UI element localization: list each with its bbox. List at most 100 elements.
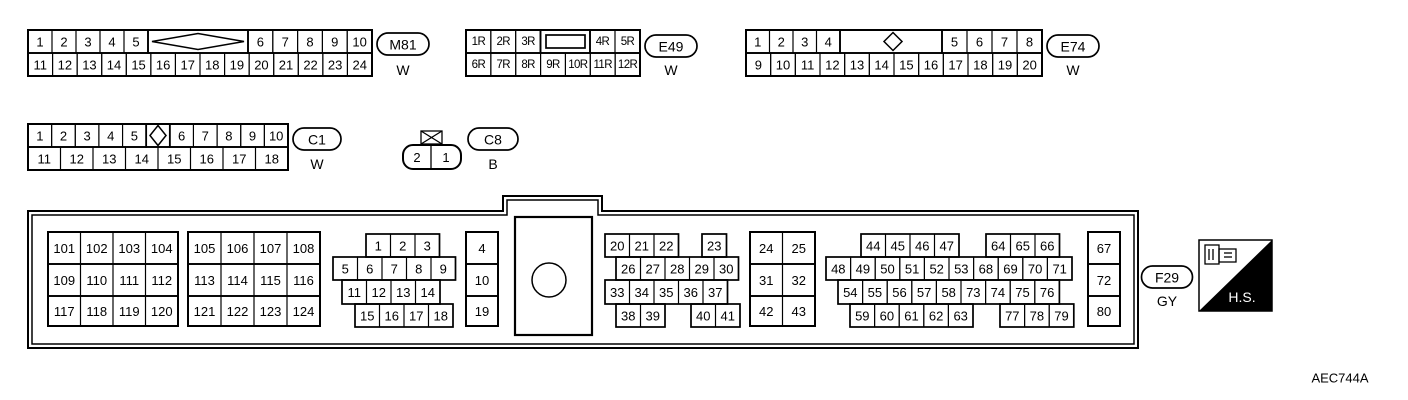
pin-m81-6: 6: [257, 35, 264, 50]
wire-color-code: W: [396, 62, 410, 78]
pin-f29-5: 5: [342, 262, 349, 277]
pin-block-outline: [47, 231, 179, 327]
pin-f29-15: 15: [360, 309, 374, 324]
pin-m81-1: 1: [36, 35, 43, 50]
pin-m81-9: 9: [331, 35, 338, 50]
pin-f29-27: 27: [646, 262, 660, 277]
pin-row-outline: [999, 303, 1075, 328]
pin-f29-7: 7: [391, 262, 398, 277]
pin-c1-3: 3: [83, 129, 90, 144]
connector-c1-label: C1W: [292, 127, 342, 172]
pin-c1-14: 14: [135, 152, 149, 167]
lock-cell: [539, 29, 591, 54]
harness-side-symbol: H.S.: [1198, 239, 1273, 312]
pin-e74-2: 2: [778, 35, 785, 50]
pin-f29-123: 123: [260, 304, 282, 319]
latch-icon: [420, 130, 443, 145]
pin-f29-21: 21: [635, 239, 649, 254]
pin-f29-45: 45: [891, 239, 905, 254]
pin-e74-20: 20: [1022, 58, 1036, 73]
pin-f29-61: 61: [904, 309, 918, 324]
pin-c1-13: 13: [102, 152, 116, 167]
pin-e74-4: 4: [825, 35, 832, 50]
pin-c8-2: 2: [413, 150, 420, 165]
pin-e74-9: 9: [755, 58, 762, 73]
pin-e49-11r: 11R: [593, 59, 612, 71]
pin-f29-10: 10: [475, 273, 489, 288]
pin-m81-20: 20: [254, 58, 268, 73]
pin-m81-18: 18: [205, 58, 219, 73]
connector-id: E74: [1061, 39, 1086, 55]
wire-color-code: GY: [1157, 293, 1178, 309]
pin-e74-16: 16: [924, 58, 938, 73]
pin-f29-112: 112: [151, 273, 172, 288]
pin-f29-54: 54: [843, 285, 857, 300]
pin-f29-103: 103: [118, 241, 140, 256]
pin-f29-33: 33: [610, 285, 624, 300]
pin-e49-10r: 10R: [568, 59, 588, 71]
pin-f29-32: 32: [792, 273, 806, 288]
latch-icon-frame: [420, 130, 443, 145]
pin-m81-3: 3: [84, 35, 91, 50]
pin-f29-53: 53: [954, 262, 968, 277]
pin-e49-8r: 8R: [521, 59, 535, 71]
guide-bolt-icon: [531, 262, 567, 298]
pin-f29-17: 17: [409, 309, 423, 324]
pin-f29-22: 22: [659, 239, 673, 254]
diamond-key-icon: [149, 124, 167, 147]
pin-f29-60: 60: [880, 309, 894, 324]
connector-id: C8: [484, 132, 502, 148]
pin-m81-5: 5: [132, 35, 139, 50]
pin-m81-24: 24: [352, 58, 366, 73]
pin-e74-19: 19: [998, 58, 1012, 73]
pin-f29-36: 36: [684, 285, 698, 300]
pin-c1-8: 8: [225, 129, 232, 144]
pin-f29-111: 111: [119, 273, 139, 288]
pin-f29-11: 11: [348, 285, 362, 300]
pin-f29-37: 37: [708, 285, 722, 300]
pin-f29-65: 65: [1016, 239, 1030, 254]
pin-f29-107: 107: [260, 241, 282, 256]
pin-f29-101: 101: [53, 241, 75, 256]
pin-f29-64: 64: [991, 239, 1005, 254]
pin-f29-41: 41: [721, 309, 735, 324]
pin-e74-15: 15: [899, 58, 913, 73]
pin-f29-113: 113: [194, 273, 215, 288]
pin-f29-110: 110: [86, 273, 107, 288]
pin-e49-6r: 6R: [472, 59, 486, 71]
pin-e49-4r: 4R: [596, 36, 610, 48]
pin-m81-12: 12: [58, 58, 72, 73]
pin-e74-5: 5: [951, 35, 958, 50]
pin-f29-119: 119: [119, 304, 140, 319]
pin-e74-18: 18: [973, 58, 987, 73]
pin-e74-1: 1: [754, 35, 761, 50]
figure-code: AEC744A: [1311, 371, 1368, 386]
lock-slot-icon: [545, 34, 586, 49]
pin-m81-14: 14: [107, 58, 121, 73]
pin-f29-16: 16: [385, 309, 399, 324]
wire-color-code: W: [664, 62, 678, 78]
pin-f29-106: 106: [227, 241, 249, 256]
pin-f29-4: 4: [478, 241, 485, 256]
pin-f29-73: 73: [966, 285, 980, 300]
pin-block-outline: [465, 231, 499, 327]
pin-f29-75: 75: [1015, 285, 1029, 300]
pin-row-outline: [604, 279, 729, 305]
pin-c1-1: 1: [36, 129, 43, 144]
pin-f29-76: 76: [1040, 285, 1054, 300]
pin-f29-57: 57: [917, 285, 931, 300]
pin-m81-15: 15: [131, 58, 145, 73]
pin-f29-78: 78: [1030, 309, 1044, 324]
connector-id: M81: [389, 37, 416, 53]
pin-m81-23: 23: [328, 58, 342, 73]
connector-housing: [465, 29, 641, 77]
pin-f29-8: 8: [415, 262, 422, 277]
pin-f29-26: 26: [621, 262, 635, 277]
pin-m81-7: 7: [282, 35, 289, 50]
connector-id-badge: [1046, 34, 1100, 58]
connector-id-badge: [376, 32, 430, 56]
